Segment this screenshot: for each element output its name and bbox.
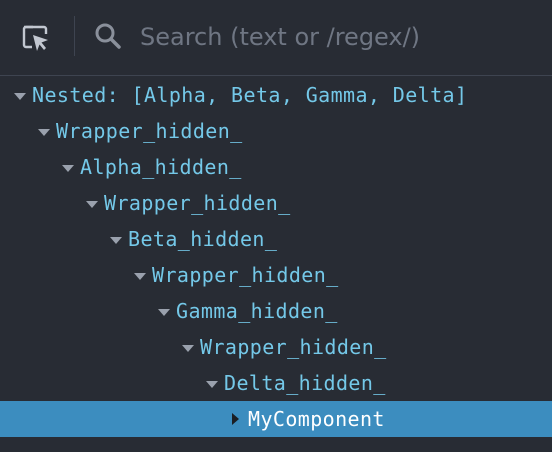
collapse-arrow-icon[interactable]: [176, 329, 200, 365]
tree-row[interactable]: Wrapper_hidden_: [0, 257, 552, 293]
collapse-arrow-icon[interactable]: [56, 149, 80, 185]
tree-row-label: Delta_hidden_: [224, 371, 386, 395]
component-tree: Nested: [Alpha, Beta, Gamma, Delta] Wrapp…: [0, 77, 552, 437]
tree-row-label: MyComponent: [248, 407, 385, 431]
search-input[interactable]: [140, 14, 540, 60]
tree-row-label: Gamma_hidden_: [176, 299, 338, 323]
tree-row[interactable]: Nested: [Alpha, Beta, Gamma, Delta]: [0, 77, 552, 113]
tree-row-label: Wrapper_hidden_: [152, 263, 339, 287]
collapse-arrow-icon[interactable]: [200, 365, 224, 401]
collapse-arrow-icon[interactable]: [80, 185, 104, 221]
collapse-arrow-icon[interactable]: [8, 77, 32, 113]
toolbar: [0, 0, 552, 76]
tree-row-label: Wrapper_hidden_: [200, 335, 387, 359]
tree-row[interactable]: Alpha_hidden_: [0, 149, 552, 185]
tree-row-selected[interactable]: MyComponent: [0, 401, 552, 437]
tree-row[interactable]: Wrapper_hidden_: [0, 329, 552, 365]
tree-row-label: Wrapper_hidden_: [104, 191, 291, 215]
search-icon: [95, 23, 121, 49]
inspect-element-button[interactable]: [12, 16, 58, 60]
tree-row-label: Wrapper_hidden_: [56, 119, 243, 143]
collapse-arrow-icon[interactable]: [104, 221, 128, 257]
tree-row-label: Nested: [Alpha, Beta, Gamma, Delta]: [32, 83, 468, 107]
tree-row[interactable]: Beta_hidden_: [0, 221, 552, 257]
tree-row[interactable]: Delta_hidden_: [0, 365, 552, 401]
collapse-arrow-icon[interactable]: [152, 293, 176, 329]
element-picker-icon: [22, 25, 48, 51]
expand-arrow-icon[interactable]: [224, 401, 248, 437]
tree-row-label: Beta_hidden_: [128, 227, 278, 251]
collapse-arrow-icon[interactable]: [128, 257, 152, 293]
tree-row[interactable]: Wrapper_hidden_: [0, 185, 552, 221]
tree-row[interactable]: Gamma_hidden_: [0, 293, 552, 329]
tree-row[interactable]: Wrapper_hidden_: [0, 113, 552, 149]
tree-row-label: Alpha_hidden_: [80, 155, 242, 179]
toolbar-divider: [74, 16, 75, 56]
collapse-arrow-icon[interactable]: [32, 113, 56, 149]
